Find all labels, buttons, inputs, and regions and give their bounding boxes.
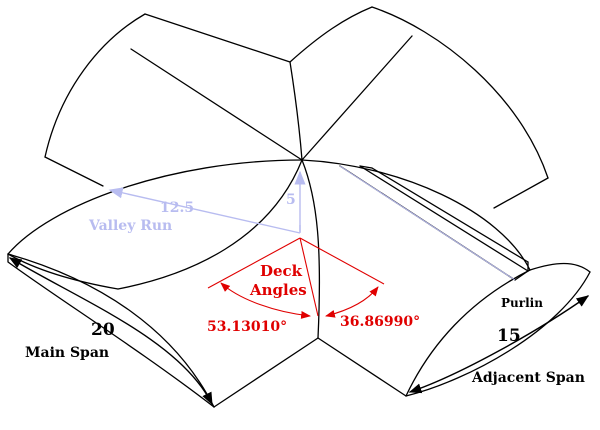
adjacent-span-dimension [408, 295, 590, 394]
angle-left-value: 53.13010° [207, 319, 287, 335]
purlin [339, 165, 529, 281]
valley-lines [289, 61, 321, 339]
adjacent-span-vault [301, 159, 591, 397]
valley-run-value: 12.5 [160, 200, 194, 216]
angle-right-value: 36.86990° [340, 314, 420, 330]
rise-value: 5 [286, 192, 296, 208]
valley-run-dimension [108, 170, 306, 234]
adjacent-span-value: 15 [497, 326, 521, 346]
deck-label-line2: Angles [249, 281, 307, 299]
deck-angles [207, 237, 385, 319]
main-span-dimension [8, 257, 213, 406]
main-span-value: 20 [91, 320, 115, 340]
deck-label-line1: Deck [260, 262, 303, 280]
adjacent-span-label: Adjacent Span [471, 370, 585, 386]
main-span-label: Main Span [25, 345, 109, 361]
back-vaults [44, 6, 549, 209]
valley-run-label: Valley Run [88, 218, 172, 234]
purlin-label: Purlin [501, 296, 543, 310]
